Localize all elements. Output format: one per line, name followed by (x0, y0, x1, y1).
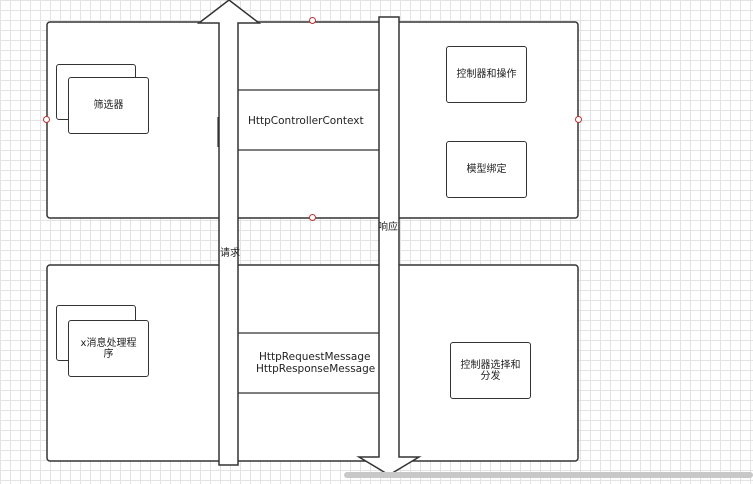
resize-handle-top[interactable] (309, 17, 316, 24)
controller-selection-node[interactable]: 控制器选择和分发 (450, 342, 531, 399)
resize-handle-bottom[interactable] (309, 214, 316, 221)
request-arrow-label: 请求 (220, 248, 240, 259)
request-message-label: HttpRequestMessage (259, 351, 371, 363)
filter-node[interactable]: 筛选器 (68, 77, 149, 134)
model-binding-label: 模型绑定 (466, 164, 507, 175)
request-arrow[interactable] (196, 0, 262, 466)
controller-context-label: HttpControllerContext (248, 115, 364, 127)
message-handler-label: x消息处理程序 (80, 337, 137, 360)
horizontal-scrollbar[interactable] (344, 472, 753, 478)
lower-container[interactable] (46, 264, 579, 462)
response-arrow-label: 响应 (378, 222, 398, 233)
controller-action-label: 控制器和操作 (456, 69, 517, 80)
model-binding-node[interactable]: 模型绑定 (446, 141, 527, 198)
controller-selection-label: 控制器选择和分发 (460, 359, 521, 382)
resize-handle-left[interactable] (43, 116, 50, 123)
filter-label: 筛选器 (93, 100, 124, 111)
resize-handle-right[interactable] (575, 116, 582, 123)
response-arrow[interactable] (356, 16, 422, 476)
controller-action-node[interactable]: 控制器和操作 (446, 46, 527, 103)
message-handler-node[interactable]: x消息处理程序 (68, 320, 149, 377)
response-message-label: HttpResponseMessage (256, 363, 376, 375)
